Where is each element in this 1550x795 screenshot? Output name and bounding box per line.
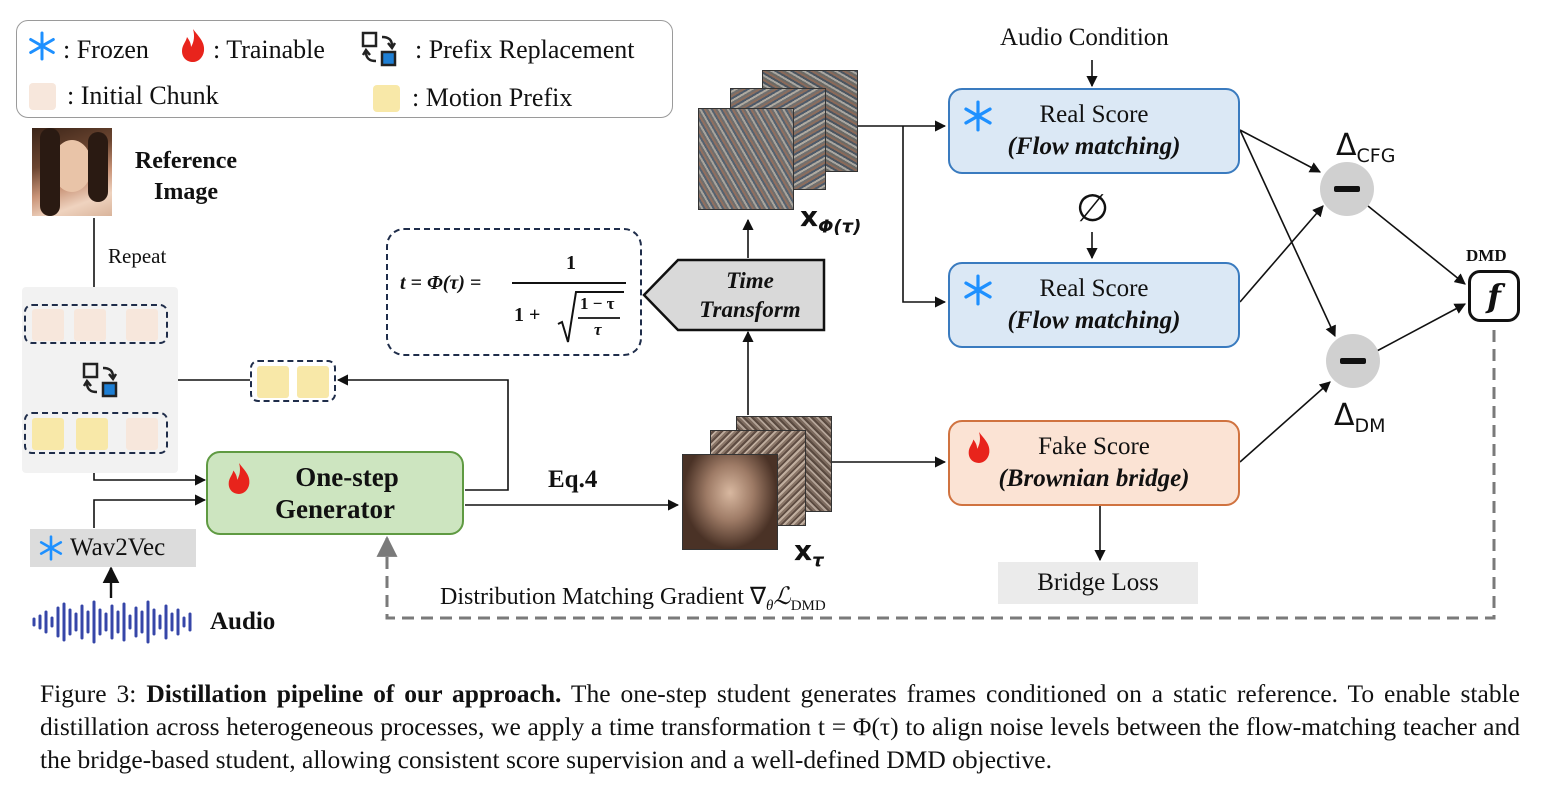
- delta-dm-label: ΔDM: [1334, 398, 1386, 437]
- formula-fraction-bar: [512, 282, 626, 284]
- snowflake-icon: [39, 535, 63, 561]
- formula-root-denominator: τ: [594, 320, 602, 339]
- fake-score: Fake Score (Brownian bridge): [948, 420, 1240, 506]
- null-condition-symbol: ∅: [1076, 186, 1110, 230]
- initial-chunk: [126, 309, 158, 341]
- time-transform-formula-box: t = Φ(τ) = 1 1 + 1 − τ τ: [386, 228, 642, 356]
- minus-icon: [1320, 162, 1374, 216]
- noisy-frame-front: [698, 108, 794, 210]
- snowflake-icon: [964, 100, 992, 132]
- dmd-label: DMD: [1466, 246, 1507, 265]
- legend-motion-prefix-label: : Motion Prefix: [412, 83, 573, 112]
- real-score-title: Real Score: [1039, 101, 1149, 128]
- bridge-loss-block: Bridge Loss: [998, 562, 1198, 604]
- real-score-subtitle: (Flow matching): [1007, 133, 1181, 160]
- legend-trainable-label: : Trainable: [213, 35, 325, 64]
- time-transform-block: [642, 258, 826, 332]
- motion-prefix-chunk: [32, 418, 64, 450]
- minus-icon: [1326, 334, 1380, 388]
- legend-initial-chunk-label: : Initial Chunk: [67, 81, 219, 110]
- motion-prefix-row: [24, 412, 168, 454]
- wav2vec-block: Wav2Vec: [30, 529, 196, 567]
- motion-prefix-chunk: [297, 366, 329, 398]
- eq4-label: Eq.4: [548, 466, 598, 493]
- motion-prefix-chunk: [257, 366, 289, 398]
- fake-score-subtitle: (Brownian bridge): [998, 465, 1190, 492]
- audio-label: Audio: [210, 608, 276, 635]
- motion-prefix-swatch: [373, 85, 400, 112]
- generated-motion-prefix: [250, 360, 336, 402]
- audio-condition-label: Audio Condition: [1000, 24, 1169, 51]
- distribution-matching-gradient-label: Distribution Matching Gradient ∇θℒDMD: [440, 584, 826, 614]
- initial-chunk-row: [24, 304, 168, 344]
- real-score-uncond: Real Score (Flow matching): [948, 262, 1240, 348]
- snowflake-icon: [29, 31, 55, 61]
- noisy-frame-front: [682, 454, 778, 550]
- formula-den-prefix: 1 +: [514, 304, 546, 326]
- flame-icon: [182, 29, 205, 62]
- real-score-title: Real Score: [1039, 275, 1149, 302]
- initial-chunk: [32, 309, 64, 341]
- legend-prefix-replacement-label: : Prefix Replacement: [415, 35, 635, 64]
- initial-chunk: [126, 418, 158, 450]
- flame-icon: [228, 463, 250, 494]
- audio-waveform-icon: [32, 600, 192, 644]
- wav2vec-label: Wav2Vec: [70, 534, 166, 561]
- initial-chunk: [74, 309, 106, 341]
- real-score-cfg: Real Score (Flow matching): [948, 88, 1240, 174]
- generator-label-line1: One-step: [295, 462, 399, 492]
- initial-chunk-swatch: [29, 83, 56, 110]
- reference-image: [32, 128, 112, 216]
- real-score-subtitle: (Flow matching): [1007, 307, 1181, 334]
- delta-cfg-label: ΔCFG: [1336, 128, 1396, 167]
- fake-score-title: Fake Score: [1038, 433, 1150, 460]
- generator-label-line2: Generator: [275, 494, 395, 524]
- prefix-replacement-icon: [361, 31, 397, 67]
- legend-box: : Frozen : Trainable : Prefix Replacemen…: [16, 20, 673, 118]
- snowflake-icon: [964, 274, 992, 306]
- motion-prefix-chunk: [76, 418, 108, 450]
- figure-caption: Figure 3: Distillation pipeline of our a…: [40, 679, 1520, 774]
- sqrt-sign: [557, 291, 624, 343]
- formula-lhs: t = Φ(τ) =: [400, 272, 482, 294]
- one-step-generator: One-step Generator: [206, 451, 464, 535]
- legend-frozen-label: : Frozen: [63, 35, 149, 64]
- formula-numerator: 1: [566, 252, 576, 274]
- x-phi-label: xΦ(τ): [800, 200, 862, 238]
- dmd-function-icon: f: [1468, 270, 1520, 322]
- flame-icon: [968, 432, 990, 463]
- x-tau-label: xτ: [794, 534, 824, 572]
- repeat-label: Repeat: [108, 244, 167, 268]
- formula-root-numerator: 1 − τ: [580, 294, 615, 313]
- prefix-replacement-icon: [82, 362, 118, 398]
